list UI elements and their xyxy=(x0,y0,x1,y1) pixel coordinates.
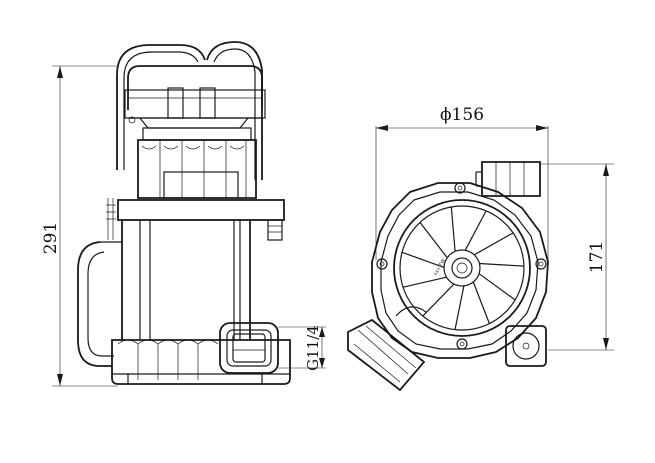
impeller-spoke xyxy=(402,276,447,288)
impeller-spoke xyxy=(474,232,514,256)
pump-top-view: xxx TW xyxy=(347,161,549,392)
collar xyxy=(117,199,285,221)
carry-handle xyxy=(116,41,263,180)
motor-body xyxy=(121,220,251,340)
impeller-cover xyxy=(393,199,531,337)
top-float xyxy=(505,325,547,367)
outlet-height-label: 171 xyxy=(587,241,607,273)
pump-base xyxy=(111,339,291,385)
cable-strain-relief xyxy=(106,198,116,240)
screw-icon xyxy=(456,338,468,350)
outlet-port xyxy=(219,322,279,374)
dimension-diameter: ϕ156 xyxy=(375,105,549,260)
top-housing xyxy=(371,182,549,359)
screw-icon xyxy=(535,258,547,270)
impeller-spoke xyxy=(472,281,490,324)
float-switch xyxy=(77,241,122,367)
dimension-height: 291 xyxy=(41,65,118,387)
impeller-spoke xyxy=(450,206,456,252)
impeller-spoke xyxy=(478,273,516,301)
diameter-label: ϕ156 xyxy=(440,105,484,125)
impeller-spoke xyxy=(422,283,455,317)
cable-gland xyxy=(267,219,283,241)
top-cable-gland xyxy=(475,161,541,197)
switch-housing xyxy=(124,65,266,129)
impeller-spoke xyxy=(464,210,487,251)
motor-cap xyxy=(137,127,257,199)
screw-icon xyxy=(454,182,466,194)
screw-icon xyxy=(376,258,388,270)
impeller-spoke xyxy=(401,251,445,268)
impeller-spoke xyxy=(454,285,465,330)
top-outlet xyxy=(347,306,427,392)
impeller-hub xyxy=(443,249,481,287)
impeller-spoke xyxy=(419,222,448,259)
height-label: 291 xyxy=(41,222,61,254)
dimension-outlet-height: 171 xyxy=(540,163,614,351)
pump-side-view xyxy=(77,41,291,385)
thread-label: G11/4 xyxy=(304,325,322,371)
impeller-spokes xyxy=(401,206,525,330)
dimension-thread: G11/4 xyxy=(278,325,326,371)
impeller-spoke xyxy=(479,262,525,267)
